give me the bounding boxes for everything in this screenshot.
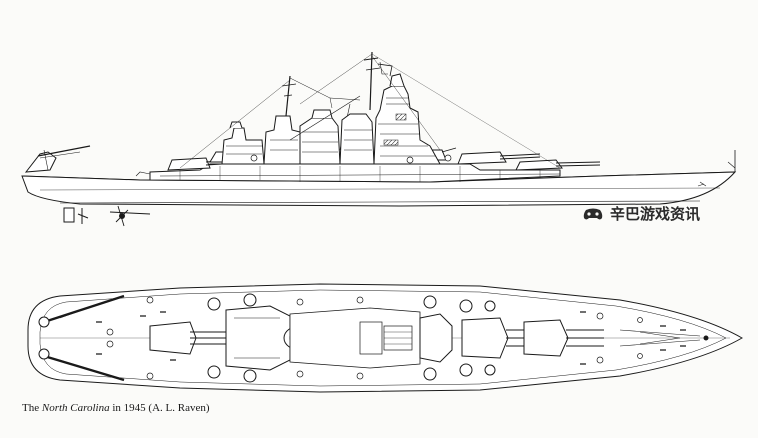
aft-funnel	[299, 117, 341, 165]
caption-ship-name: North Carolina	[41, 402, 110, 414]
caption-prefix: The	[22, 402, 42, 414]
stern-mount-port	[38, 316, 50, 328]
foremast	[369, 51, 373, 111]
propeller-shaft	[109, 211, 151, 215]
caption-suffix: in 1945 (A. L. Raven)	[109, 402, 210, 414]
watermark: 辛巴游戏资讯	[582, 203, 700, 224]
watermark-text: 辛巴游戏资讯	[610, 205, 701, 223]
main-deckhouse	[149, 163, 561, 183]
forward-funnel	[339, 113, 375, 165]
figure-caption: The North Carolina in 1945 (A. L. Raven)	[22, 402, 210, 414]
plan-central-deckhouse	[289, 307, 421, 369]
rudder	[63, 207, 75, 223]
turret-2	[457, 151, 507, 165]
plan-forward-superstructure	[419, 313, 453, 363]
aft-turret	[167, 157, 211, 171]
plan-aft-turret	[149, 321, 226, 355]
plan-aft-superstructure	[225, 305, 291, 371]
stern-mount-stbd	[38, 348, 50, 360]
mainmast	[285, 75, 291, 117]
profile-waterline	[59, 200, 701, 204]
turret-1	[515, 159, 563, 171]
plan-view	[27, 283, 744, 393]
plan-turret-1	[523, 319, 604, 357]
forward-tower	[373, 85, 441, 165]
gamepad-icon	[583, 208, 603, 219]
profile-view	[21, 51, 737, 227]
